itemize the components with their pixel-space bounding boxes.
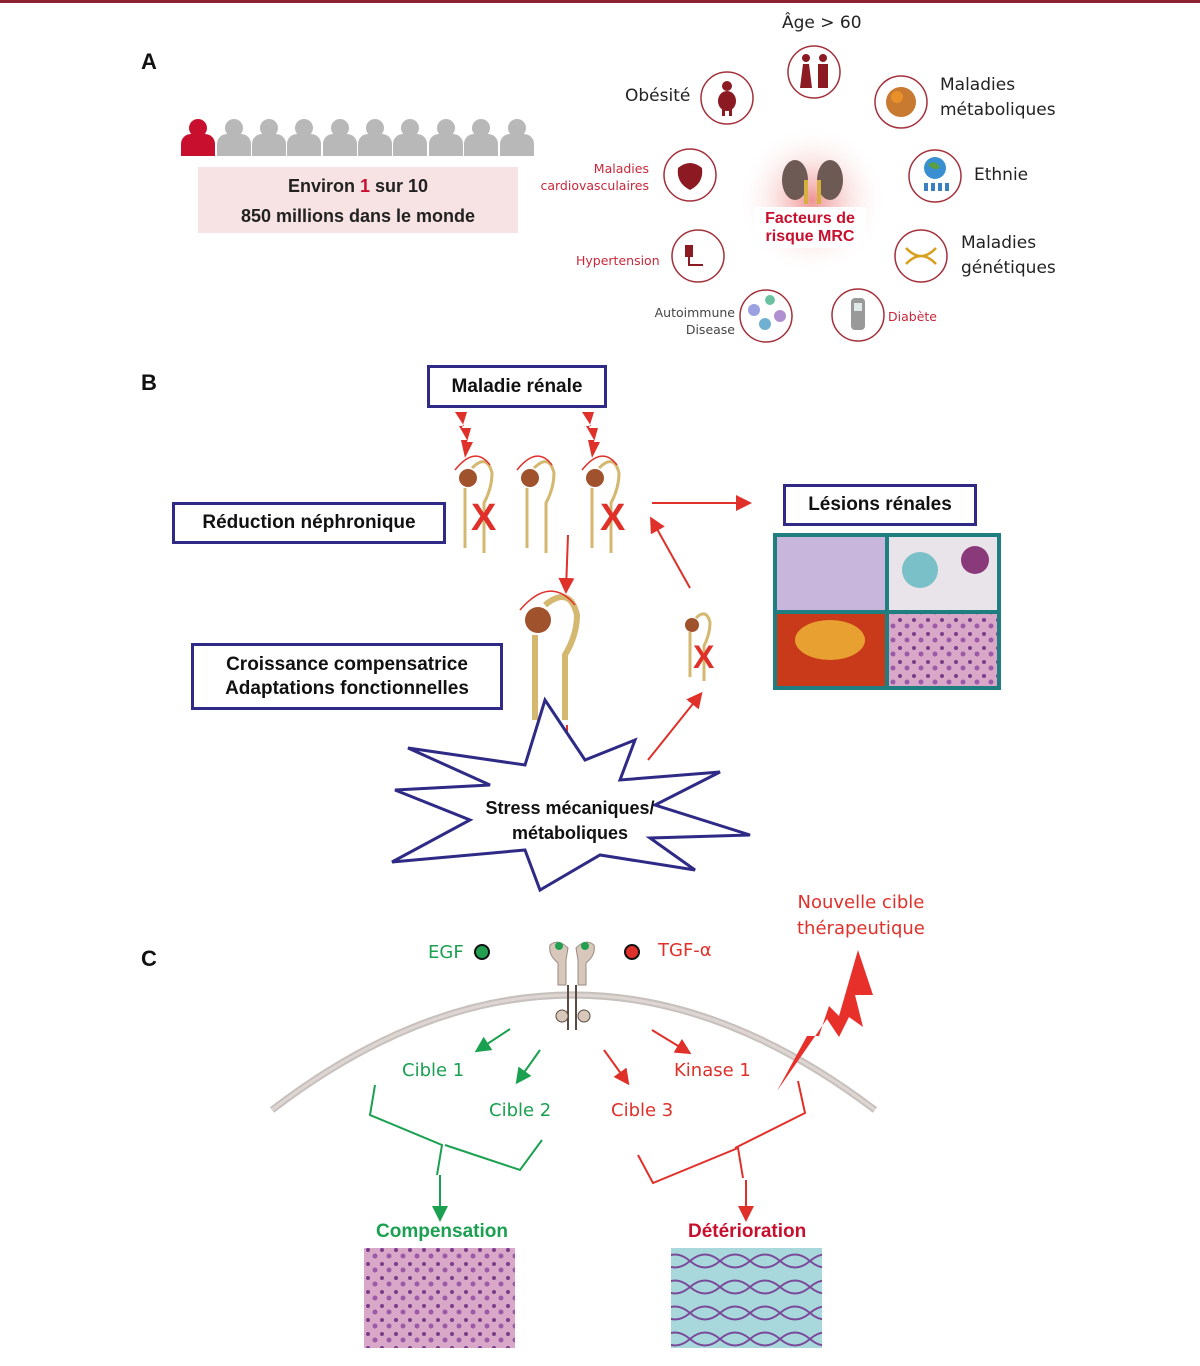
stress-line2: métaboliques (511, 823, 629, 843)
receptor-icon (549, 941, 595, 1030)
person-icon (500, 119, 534, 156)
nephron-icon (516, 455, 556, 553)
new-target-label: Nouvelle cible thérapeutique (797, 890, 925, 942)
risk-metabolic: Maladies métaboliques (940, 73, 1056, 123)
risk-hypertension: Hypertension (576, 253, 660, 268)
arrows-b (558, 495, 752, 772)
prevalence-suffix: sur 10 (369, 176, 429, 196)
panel-label-c: C (141, 946, 157, 971)
egf-label: EGF (428, 942, 464, 963)
center-glow (737, 125, 887, 275)
risk-auto-1: Autoimmune (654, 305, 735, 320)
nephron-icon (581, 455, 621, 553)
nephron-icon (454, 455, 494, 553)
cible3-label: Cible 3 (611, 1100, 674, 1121)
person-icon (358, 119, 392, 156)
kinase1-label: Kinase 1 (674, 1060, 751, 1081)
x-marks: X X X (471, 497, 715, 675)
risk-auto-2: Disease (685, 322, 735, 337)
lightning-icon (777, 950, 873, 1091)
x-mark: X (693, 639, 715, 675)
risk-cardio-2: cardiovasculaires (540, 178, 649, 193)
lightning-icon (455, 412, 473, 458)
tgf-ligand-icon (624, 944, 640, 960)
risk-cardio-1: Maladies (593, 161, 649, 176)
nephron-icons (454, 455, 712, 720)
person-icon (393, 119, 427, 156)
risk-metab-1: Maladies (940, 75, 1016, 95)
panel-label-a: A (141, 49, 157, 74)
people-icons (181, 119, 534, 156)
risk-diabete: Diabète (888, 309, 937, 324)
maladie-renale-box: Maladie rénale (427, 365, 607, 408)
new-target-line2: thérapeutique (797, 918, 925, 939)
stress-label: Stress mécaniques/métaboliques (470, 796, 670, 846)
center-line2: risque MRC (765, 228, 855, 245)
person-icon (252, 119, 286, 156)
egf-ligand-icon (474, 944, 490, 960)
histology-image (777, 537, 885, 610)
x-mark: X (471, 497, 497, 539)
deterioration-label: Détérioration (688, 1221, 807, 1242)
blood-pressure-icon (671, 229, 725, 283)
risk-genet-2: génétiques (961, 258, 1056, 278)
risk-cardio: Maladies cardiovasculaires (540, 160, 649, 194)
compensation-label: Compensation (376, 1221, 508, 1242)
person-icon (323, 119, 357, 156)
histology-image (889, 614, 997, 686)
deterioration-histology-image (671, 1248, 822, 1348)
prevalence-box: Environ 1 sur 10 850 millions dans le mo… (198, 167, 518, 233)
person-icon (464, 119, 498, 156)
prevalence-line2: 850 millions dans le monde (240, 206, 476, 226)
histology-grid (773, 533, 1001, 690)
person-icon-highlighted (181, 119, 215, 156)
risk-obesite: Obésité (625, 86, 691, 106)
nephron-icon-damaged (685, 612, 712, 681)
cible2-label: Cible 2 (489, 1100, 552, 1121)
tgf-label: TGF-α (658, 940, 712, 961)
x-mark: X (600, 497, 626, 539)
risk-metab-2: métaboliques (940, 100, 1056, 120)
lesions-renales-box: Lésions rénales (783, 484, 977, 526)
elderly-icon (787, 45, 841, 99)
stress-line1: Stress mécaniques/ (485, 798, 655, 818)
nephron-icon-enlarged (519, 590, 581, 720)
center-line1: Facteurs de (765, 210, 855, 227)
prevalence-prefix: Environ (287, 176, 360, 196)
compensation-histology-image (364, 1248, 515, 1348)
person-icon (287, 119, 321, 156)
cible1-label: Cible 1 (402, 1060, 465, 1081)
stress-starburst (391, 696, 751, 893)
top-rule (0, 0, 1200, 3)
kidney-icon (782, 160, 843, 204)
panel-label-b: B (141, 370, 157, 395)
person-icon (217, 119, 251, 156)
prevalence-highlight: 1 (359, 176, 370, 196)
risk-genetic: Maladies génétiques (961, 231, 1056, 281)
reduction-nephronique-box: Réduction néphronique (172, 502, 446, 544)
new-target-line1: Nouvelle cible (797, 892, 925, 913)
croissance-line1: Croissance compensatrice (226, 653, 468, 675)
risk-genet-1: Maladies (961, 233, 1037, 253)
prevalence-line1: Environ 1 sur 10 (198, 171, 518, 201)
immune-cells-icon (739, 289, 793, 343)
croissance-line2: Adaptations fonctionnelles (225, 677, 469, 699)
risk-ethnie: Ethnie (974, 165, 1029, 185)
lightning-icon (582, 412, 600, 458)
person-icon (429, 119, 463, 156)
risk-age: Âge > 60 (782, 13, 862, 33)
